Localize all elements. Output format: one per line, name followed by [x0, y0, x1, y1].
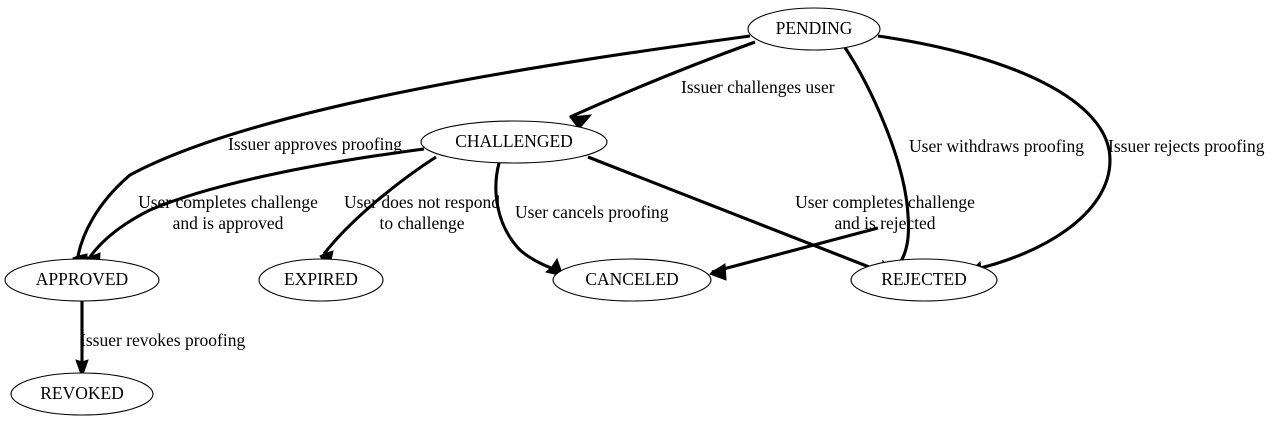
- state-node-rejected[interactable]: REJECTED: [850, 258, 998, 302]
- node-shape: [850, 258, 998, 302]
- state-node-revoked[interactable]: REVOKED: [10, 372, 154, 416]
- state-node-approved[interactable]: APPROVED: [4, 258, 160, 302]
- edge-label-line: Issuer revokes proofing: [80, 330, 245, 350]
- node-shape: [552, 258, 712, 302]
- edge-line: [88, 147, 425, 258]
- edge-label-line: and is approved: [173, 213, 284, 233]
- state-node-expired[interactable]: EXPIRED: [258, 258, 384, 302]
- edge-label-line: Issuer rejects proofing: [1108, 136, 1265, 156]
- edge-label-pending-to-challenged: Issuer challenges user: [681, 77, 835, 97]
- edge-label-line: to challenge: [379, 213, 464, 233]
- node-shape: [747, 7, 881, 51]
- edge-label-line: Issuer approves proofing: [228, 134, 402, 154]
- edge-pending-to-approved: [72, 34, 751, 274]
- edge-label-approved-to-revoked: Issuer revokes proofing: [80, 330, 245, 350]
- edge-label-line: User withdraws proofing: [909, 136, 1084, 156]
- edge-pending-to-challenged: [569, 40, 756, 130]
- edge-label-line: User completes challenge: [138, 192, 318, 212]
- edge-label-line: Issuer challenges user: [681, 77, 835, 97]
- arrowhead-icon: [569, 114, 593, 130]
- edge-line: [569, 40, 756, 119]
- edge-label-pending-to-rejected-reject: Issuer rejects proofing: [1108, 136, 1265, 156]
- edge-label-pending-to-rejected-withdraw: User withdraws proofing: [909, 136, 1084, 156]
- node-shape: [258, 258, 384, 302]
- edge-label-challenged-to-canceled: User cancels proofing: [515, 202, 669, 222]
- node-label: REVOKED: [40, 383, 124, 403]
- state-node-pending[interactable]: PENDING: [747, 7, 881, 51]
- node-label: CANCELED: [585, 269, 678, 289]
- edge-line: [842, 45, 911, 267]
- nodes-layer: PENDING CHALLENGED APPROVED EXPIRED CANCELED…: [4, 7, 998, 416]
- state-node-challenged[interactable]: CHALLENGED: [420, 120, 608, 164]
- edge-label-line: User does not respond: [344, 192, 500, 212]
- node-shape: [4, 258, 160, 302]
- edge-line: [494, 162, 552, 270]
- edge-line: [322, 155, 437, 255]
- edge-pending-to-canceled: [709, 226, 879, 281]
- node-label: PENDING: [776, 18, 853, 38]
- edge-line: [587, 155, 883, 274]
- edge-label-pending-to-approved: Issuer approves proofing: [228, 134, 402, 154]
- node-label: APPROVED: [36, 269, 128, 289]
- node-shape: [10, 372, 154, 416]
- edge-pending-to-rejected-withdraw: [842, 45, 911, 285]
- arrowhead-icon: [709, 263, 727, 281]
- edge-pending-to-rejected-reject: [877, 34, 1112, 281]
- edge-label-line: User completes challenge: [795, 192, 975, 212]
- edge-line: [877, 34, 1112, 272]
- edge-label-line: and is rejected: [834, 213, 935, 233]
- node-label: CHALLENGED: [455, 131, 573, 151]
- node-shape: [420, 120, 608, 164]
- node-label: REJECTED: [881, 269, 967, 289]
- edge-label-line: User cancels proofing: [515, 202, 669, 222]
- edge-line: [711, 226, 879, 274]
- node-label: EXPIRED: [284, 269, 358, 289]
- edge-line: [76, 34, 751, 257]
- state-node-canceled[interactable]: CANCELED: [552, 258, 712, 302]
